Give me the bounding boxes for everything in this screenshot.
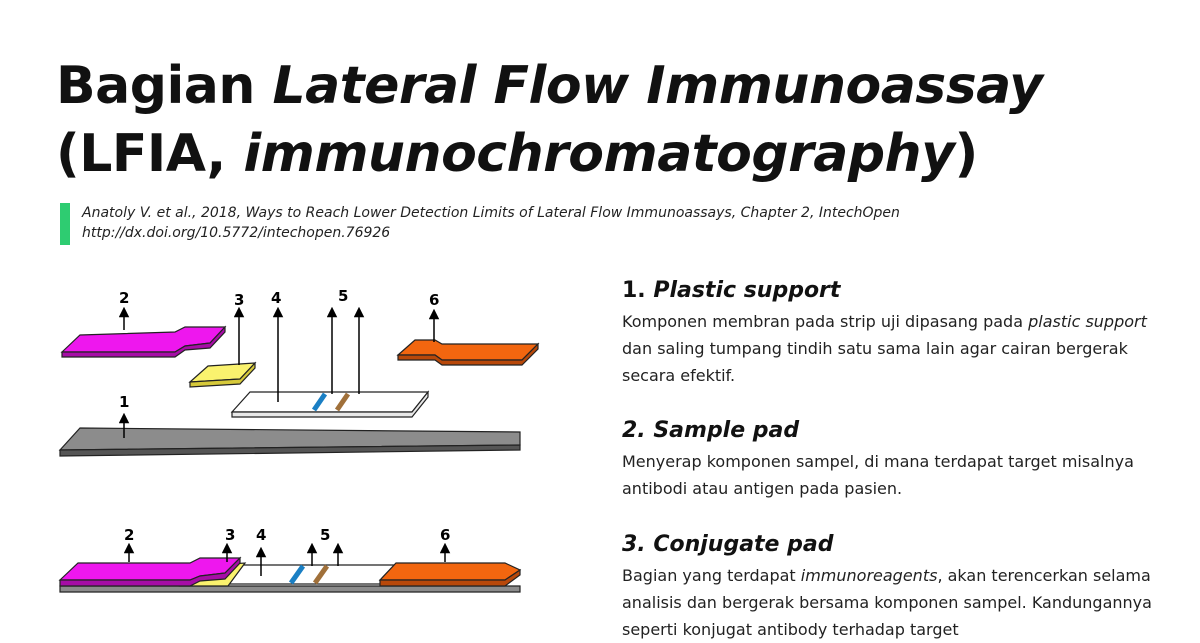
section-heading: 1. Plastic support [622, 278, 841, 303]
section-body: Menyerap komponen sampel, di mana terdap… [622, 452, 1134, 498]
label-assembled-5: 5 [320, 526, 330, 544]
label-exploded-6: 6 [429, 291, 439, 309]
assembled-plastic-support [59, 585, 521, 593]
section-heading: 3. Conjugate pad [622, 532, 834, 557]
label-exploded-3: 3 [234, 291, 244, 309]
label-exploded-5: 5 [338, 287, 348, 305]
section-heading: 2. Sample pad [622, 418, 800, 443]
control-line [334, 392, 351, 412]
exploded-view: 2 3 4 5 6 1 [58, 287, 540, 457]
section-sample-pad: 2. Sample pad Menyerap komponen sampel, … [622, 416, 1182, 502]
label-assembled-4: 4 [256, 526, 266, 544]
assembled-sample-pad [58, 556, 242, 587]
conjugate-pad [188, 361, 257, 388]
label-assembled-3: 3 [225, 526, 235, 544]
plastic-support [58, 427, 521, 457]
absorbent-pad [396, 339, 540, 366]
citation: Anatoly V. et al., 2018, Ways to Reach L… [60, 203, 1060, 245]
citation-accent-bar [60, 203, 70, 245]
assembled-arrows [123, 542, 451, 576]
lfia-diagram: 2 3 4 5 6 1 [58, 287, 540, 593]
citation-doi-link[interactable]: http://dx.doi.org/10.5772/intechopen.769… [82, 225, 391, 241]
exploded-arrows [118, 306, 440, 438]
section-body: Bagian yang terdapat immunoreagents, aka… [622, 566, 1152, 639]
label-assembled-2: 2 [124, 526, 134, 544]
page-title: Bagian Lateral Flow Immunoassay (LFIA, i… [56, 52, 1176, 188]
label-exploded-4: 4 [271, 289, 281, 307]
title-line1: Bagian Lateral Flow Immunoassay [56, 56, 1043, 116]
assembled-absorbent-pad [378, 562, 522, 587]
assembled-view: 2 3 4 5 6 [58, 526, 522, 593]
label-exploded-1: 1 [119, 393, 129, 411]
section-conjugate-pad: 3. Conjugate pad Bagian yang terdapat im… [622, 530, 1182, 643]
sample-pad [60, 325, 227, 358]
assembled-test-line [288, 564, 306, 585]
label-exploded-2: 2 [119, 289, 129, 307]
assembled-control-line [312, 564, 330, 585]
membrane [230, 390, 430, 418]
citation-reference: Anatoly V. et al., 2018, Ways to Reach L… [82, 205, 900, 221]
title-line2: (LFIA, immunochromatography) [56, 124, 978, 184]
test-line [311, 392, 328, 412]
section-plastic-support: 1. Plastic support Komponen membran pada… [622, 276, 1182, 389]
section-body: Komponen membran pada strip uji dipasang… [622, 312, 1147, 385]
label-assembled-6: 6 [440, 526, 450, 544]
